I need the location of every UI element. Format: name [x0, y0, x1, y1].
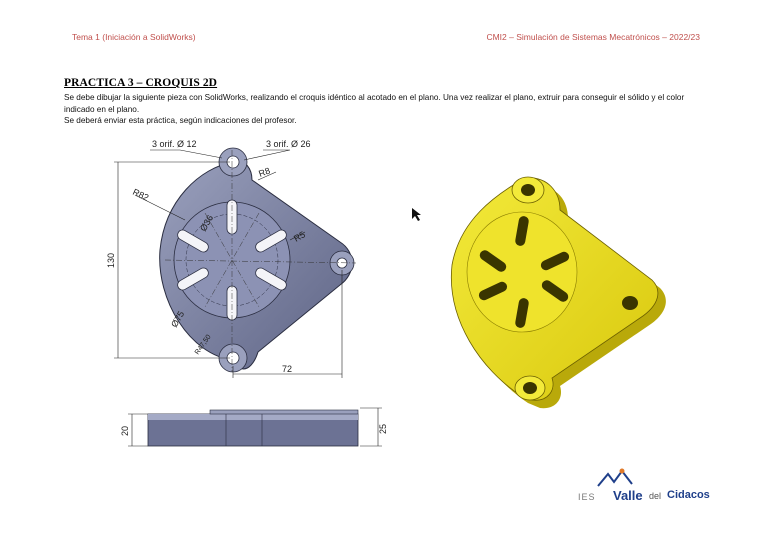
slot-lower-left: [177, 267, 209, 291]
dim-r5: R5: [292, 229, 307, 243]
logo-valle: Valle: [613, 488, 643, 503]
practice-title: PRACTICA 3 – CROQUIS 2D: [64, 77, 218, 89]
dim-large-holes: 3 orif. Ø 26: [266, 139, 311, 149]
instruction-paragraph-1: Se debe dibujar la siguiente pieza con S…: [64, 93, 685, 114]
dim-small-holes: 3 orif. Ø 12: [152, 139, 197, 149]
dim-72: 72: [282, 364, 292, 374]
header-topic: Tema 1 (Iniciación a SolidWorks): [72, 32, 196, 42]
logo-ies: IES: [578, 492, 596, 502]
header-course: CMI2 – Simulación de Sistemas Mecatrónic…: [486, 32, 700, 42]
slot-upper-right: [255, 229, 287, 253]
dim-130: 130: [106, 253, 116, 268]
front-view: 3 orif. Ø 12 3 orif. Ø 26 R82 R8 Ø36 R5 …: [106, 139, 357, 378]
isometric-view: [450, 176, 666, 409]
slot-upper-left: [177, 229, 209, 253]
dim-r82: R82: [131, 187, 150, 203]
dim-r8: R8: [257, 166, 271, 179]
logo-del: del: [649, 491, 662, 501]
mouse-cursor-icon: [412, 208, 421, 221]
side-view: 20 25: [120, 407, 388, 447]
logo-cidacos: Cidacos: [667, 489, 710, 501]
logo-mountains-icon: [597, 468, 633, 487]
slot-bottom: [226, 285, 238, 321]
dim-20: 20: [120, 426, 130, 436]
school-logo: IES Valle del Cidacos: [578, 468, 718, 508]
slot-lower-right: [255, 267, 287, 291]
instruction-paragraph-2: Se deberá enviar esta práctica, según in…: [64, 116, 297, 125]
dim-25: 25: [378, 424, 388, 434]
instructions: Se debe dibujar la siguiente pieza con S…: [64, 92, 714, 127]
